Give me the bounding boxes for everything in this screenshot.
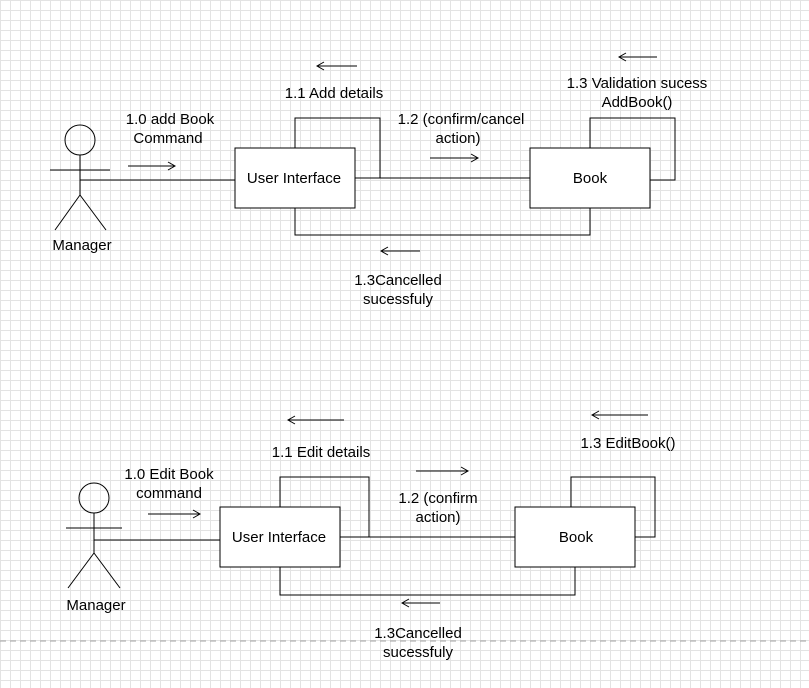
ui-self-loop — [279, 476, 370, 537]
msg-details: 1.1 Edit details — [272, 444, 370, 461]
msg-command-line2: Command — [133, 130, 202, 147]
actor-head — [78, 482, 110, 514]
left-arrow-icon — [286, 415, 344, 425]
user-interface-object-1[interactable]: User Interface — [234, 147, 356, 209]
actor-head — [64, 124, 96, 156]
msg-cancelled-line1: 1.3Cancelled — [374, 625, 462, 642]
ui-self-loop — [294, 117, 381, 178]
msg-self-line1: 1.3 EditBook() — [580, 435, 675, 452]
actor-right-leg — [79, 194, 107, 231]
return-link — [294, 208, 591, 236]
ui-label: User Interface — [232, 529, 326, 546]
msg-cancelled-line2: sucessfuly — [363, 291, 434, 308]
actor-left-leg — [54, 194, 81, 231]
msg-command-line1: 1.0 add Book — [126, 111, 215, 128]
edit-book-diagram: Manager User Interface Book 1.0 Edit Boo… — [66, 410, 676, 661]
book-object-2[interactable]: Book — [514, 506, 636, 568]
book-object-1[interactable]: Book — [529, 147, 651, 209]
right-arrow-icon — [128, 161, 177, 171]
right-arrow-icon — [416, 466, 470, 476]
manager-actor-2[interactable]: Manager — [66, 482, 126, 614]
left-arrow-icon — [400, 598, 440, 608]
user-interface-object-2[interactable]: User Interface — [219, 506, 341, 568]
msg-command-line1: 1.0 Edit Book — [124, 466, 214, 483]
msg-confirm-line1: 1.2 (confirm/cancel — [398, 111, 525, 128]
book-label: Book — [559, 529, 594, 546]
actor-left-leg — [67, 552, 95, 589]
msg-cancelled-line2: sucessfuly — [383, 644, 454, 661]
ui-box — [234, 147, 356, 209]
right-arrow-icon — [430, 153, 480, 163]
left-arrow-icon — [315, 61, 357, 71]
book-label: Book — [573, 170, 608, 187]
ui-label: User Interface — [247, 170, 341, 187]
ui-box — [219, 506, 341, 568]
msg-details: 1.1 Add details — [285, 85, 383, 102]
actor-label: Manager — [66, 597, 125, 614]
msg-self-line2: AddBook() — [602, 94, 673, 111]
book-self-loop — [589, 117, 676, 181]
msg-cancelled-line1: 1.3Cancelled — [354, 272, 442, 289]
left-arrow-icon — [590, 410, 648, 420]
msg-confirm-line2: action) — [415, 509, 460, 526]
actor-right-leg — [93, 552, 121, 589]
return-link — [279, 567, 576, 596]
book-box — [514, 506, 636, 568]
msg-confirm-line1: 1.2 (confirm — [398, 490, 477, 507]
left-arrow-icon — [379, 246, 420, 256]
msg-confirm-line2: action) — [435, 130, 480, 147]
book-self-loop — [570, 476, 656, 538]
add-book-diagram: Manager User Interface Book 1.0 add Book… — [50, 52, 708, 308]
msg-self-line1: 1.3 Validation sucess — [567, 75, 708, 92]
left-arrow-icon — [617, 52, 657, 62]
right-arrow-icon — [148, 509, 202, 519]
msg-command-line2: command — [136, 485, 202, 502]
book-box — [529, 147, 651, 209]
actor-label: Manager — [52, 237, 111, 254]
manager-actor-1[interactable]: Manager — [50, 124, 112, 254]
